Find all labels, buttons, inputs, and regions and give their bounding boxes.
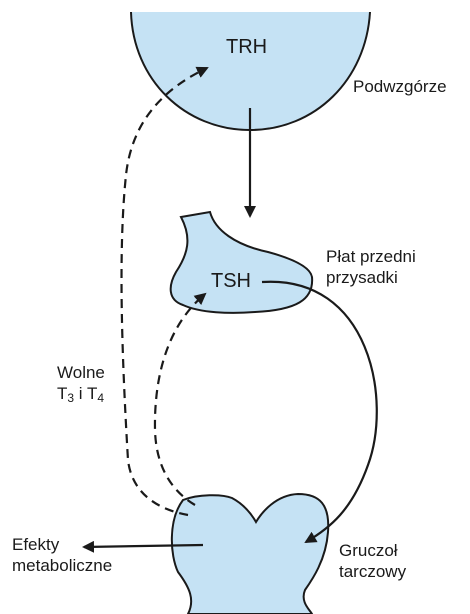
feedback-t4-letter: T (87, 384, 97, 403)
pituitary-shape (171, 212, 312, 313)
effects-label: Efekty metaboliczne (12, 534, 112, 576)
thyroid-shape (172, 494, 328, 614)
tsh-label: TSH (211, 270, 251, 293)
feedback-label-line1: Wolne (57, 362, 105, 383)
effects-label-line2: metaboliczne (12, 555, 112, 576)
feedback-connector: i (74, 384, 87, 403)
feedback-label: Wolne T3 i T4 (55, 362, 107, 409)
thyroid-label-line1: Gruczoł (339, 540, 406, 561)
feedback-pituitary-arrow (155, 294, 205, 505)
feedback-t3-letter: T (57, 384, 67, 403)
feedback-label-line2: T3 i T4 (57, 383, 105, 409)
pituitary-label-line1: Płat przedni (326, 246, 416, 267)
hypothalamus-label: Podwzgórze (353, 76, 447, 97)
pituitary-label: Płat przedni przysadki (326, 246, 416, 288)
thyroid-label-line2: tarczowy (339, 561, 406, 582)
pituitary-label-line2: przysadki (326, 267, 416, 288)
trh-label: TRH (226, 36, 267, 59)
feedback-t4-subscript: 4 (97, 391, 104, 405)
effects-label-line1: Efekty (12, 534, 112, 555)
thyroid-label: Gruczoł tarczowy (339, 540, 406, 582)
